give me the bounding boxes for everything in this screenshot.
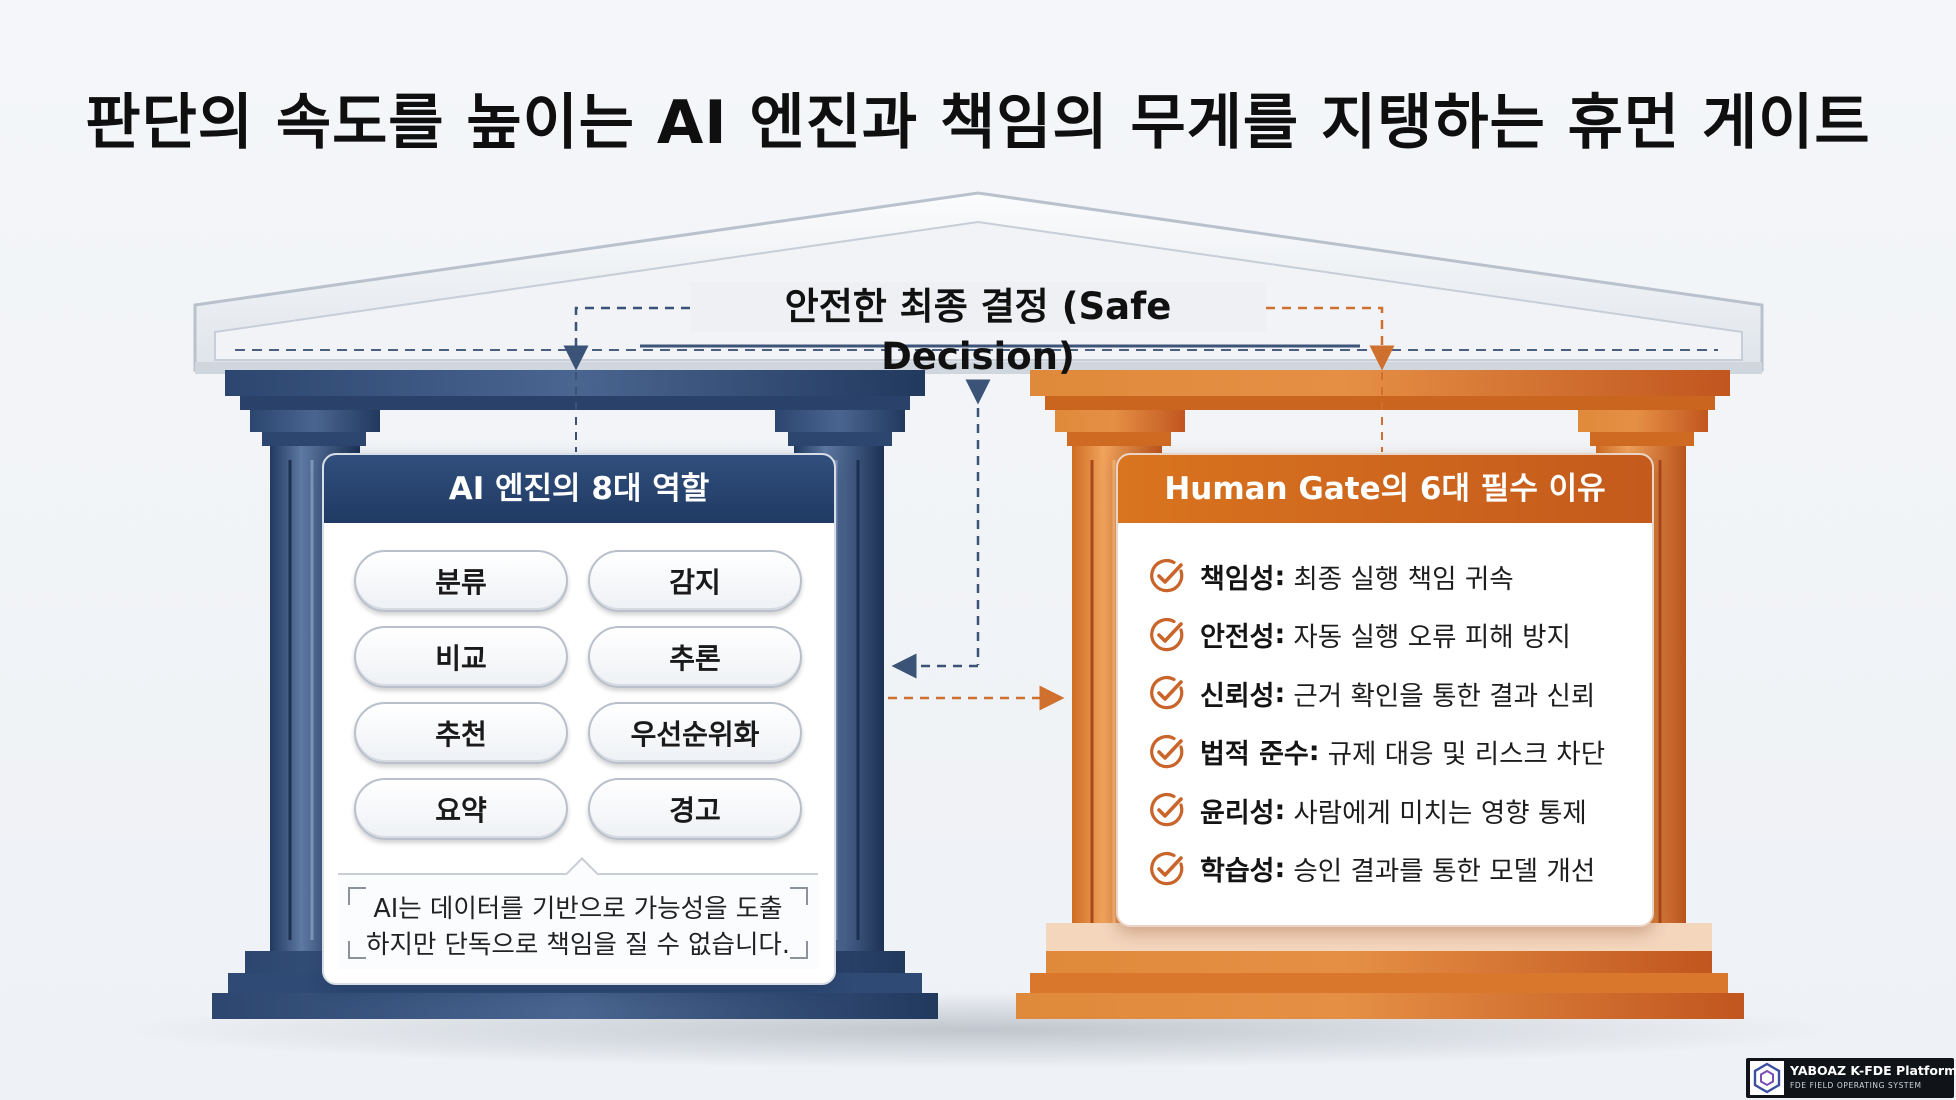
colon: : [1274,794,1286,826]
ai-note-text: AI는 데이터를 기반으로 가능성을 도출 하지만 단독으로 책임을 질 수 없… [338,891,818,963]
bracket-corner [790,887,808,905]
role-pill-classify: 분류 [354,550,568,612]
colon: : [1274,677,1286,709]
human-gate-header: Human Gate의 6대 필수 이유 [1118,455,1652,523]
reason-desc: 규제 대응 및 리스크 차단 [1327,739,1606,771]
reason-desc: 자동 실행 오류 피해 방지 [1293,622,1571,654]
right-roof-arrow [1266,306,1395,452]
reason-key: 안전성 [1200,622,1275,654]
note-caret [565,857,599,891]
human-gate-panel: Human Gate의 6대 필수 이유 책임성: 최종 실행 책임 귀속 안전… [1116,453,1654,927]
bracket-corner [348,941,366,959]
reason-desc: 최종 실행 책임 귀속 [1293,563,1514,595]
ai-note-box: AI는 데이터를 기반으로 가능성을 도출 하지만 단독으로 책임을 질 수 없… [338,857,818,969]
role-pill-summarize: 요약 [354,778,568,840]
role-pill-detect: 감지 [588,550,802,612]
ai-note-line-2: 하지만 단독으로 책임을 질 수 없습니다. [366,930,790,960]
role-pill-compare: 비교 [354,626,568,688]
reason-item-ethics: 윤리성: 사람에게 미치는 영향 통제 [1148,781,1648,840]
bracket-corner [348,887,366,905]
bracket-corner [790,941,808,959]
reason-list: 책임성: 최종 실행 책임 귀속 안전성: 자동 실행 오류 피해 방지 신뢰성… [1148,547,1648,898]
reason-key: 신뢰성 [1200,680,1275,712]
reason-item-trust: 신뢰성: 근거 확인을 통한 결과 신뢰 [1148,664,1648,723]
reason-item-safety: 안전성: 자동 실행 오류 피해 방지 [1148,606,1648,665]
reason-key: 법적 준수 [1200,739,1309,771]
check-circle-icon [1150,851,1184,885]
platform-badge: YABOAZ K-FDE Platform FDE FIELD OPERATIN… [1746,1058,1956,1098]
colon: : [1274,619,1286,651]
role-pill-infer: 추론 [588,626,802,688]
reason-desc: 승인 결과를 통한 모델 개선 [1293,856,1596,888]
reason-desc: 근거 확인을 통한 결과 신뢰 [1293,680,1596,712]
reason-key: 윤리성 [1200,797,1275,829]
check-circle-icon [1150,617,1184,651]
page-title: 판단의 속도를 높이는 AI 엔진과 책임의 무게를 지탱하는 휴먼 게이트 [85,88,1871,158]
reason-item-accountability: 책임성: 최종 실행 책임 귀속 [1148,547,1648,606]
check-circle-icon [1150,793,1184,827]
role-pill-recommend: 추천 [354,702,568,764]
ai-engine-header: AI 엔진의 8대 역할 [324,455,834,523]
left-roof-arrow [563,306,690,452]
colon: : [1308,736,1320,768]
role-pill-prioritize: 우선순위화 [588,702,802,764]
center-feedback-arrow [891,379,991,679]
safe-decision-label: 안전한 최종 결정 (Safe Decision) [690,282,1266,378]
reason-item-learning: 학습성: 승인 결과를 통한 모델 개선 [1148,840,1648,899]
ai-role-grid: 분류 감지 비교 추론 추천 우선순위화 요약 경고 [354,550,808,840]
reason-desc: 사람에게 미치는 영향 통제 [1293,797,1587,829]
check-circle-icon [1150,559,1184,593]
badge-subtitle: FDE FIELD OPERATING SYSTEM [1790,1081,1922,1090]
colon: : [1274,560,1286,592]
role-pill-warn: 경고 [588,778,802,840]
platform-logo-icon [1750,1061,1784,1095]
ai-engine-panel: AI 엔진의 8대 역할 분류 감지 비교 추론 추천 우선순위화 요약 경고 … [322,453,836,985]
ai-note-line-1: AI는 데이터를 기반으로 가능성을 도출 [373,894,783,924]
check-circle-icon [1150,676,1184,710]
reason-item-compliance: 법적 준수: 규제 대응 및 리스크 차단 [1148,723,1648,782]
badge-title: YABOAZ K-FDE Platform [1790,1063,1956,1078]
colon: : [1274,853,1286,885]
reason-key: 학습성 [1200,856,1275,888]
check-circle-icon [1150,734,1184,768]
reason-key: 책임성 [1200,563,1275,595]
